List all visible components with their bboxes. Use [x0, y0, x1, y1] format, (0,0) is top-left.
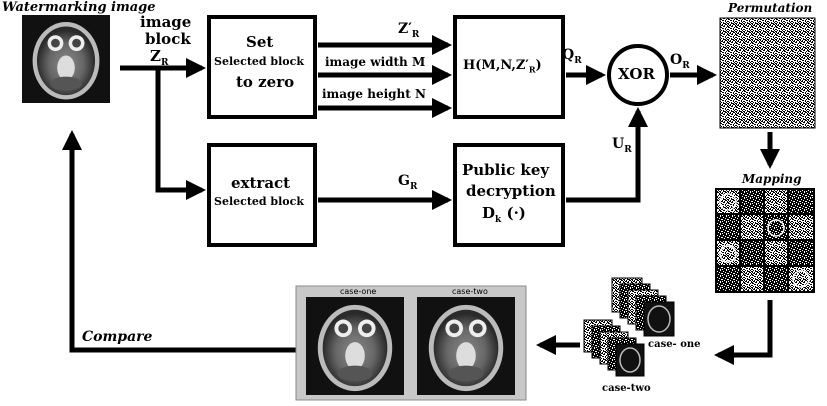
dk-text: D	[482, 204, 496, 222]
xor-label: XOR	[618, 65, 655, 83]
hash-end: )	[535, 58, 542, 73]
or-sub: R	[682, 60, 690, 71]
compare-label: Compare	[82, 329, 153, 345]
zr-text: Z	[150, 47, 161, 65]
decryption-box	[453, 143, 565, 247]
permutation-image	[719, 17, 816, 129]
zr-label: ZR	[150, 49, 168, 68]
or-text: O	[670, 52, 683, 68]
watermarking-image-label: Watermarking image	[2, 0, 156, 15]
hash-box	[453, 15, 565, 119]
dk-end: (·)	[501, 204, 526, 222]
decryption-label: decryption	[466, 182, 556, 200]
qr-sub: R	[574, 55, 582, 66]
arrow-compare-back	[62, 130, 296, 353]
set-selected-block-label: Selected block	[214, 55, 304, 68]
watermarking-image	[22, 15, 110, 103]
ur-label: UR	[612, 137, 632, 155]
dk-sub: k	[495, 215, 502, 225]
zr-prime-text: Z′	[398, 21, 412, 37]
image-height-label: image height N	[322, 87, 426, 101]
case-one-stack-label: case- one	[648, 339, 701, 350]
image-block-label-2: block	[145, 30, 191, 48]
arrow-to-cases	[714, 300, 773, 365]
set-label: Set	[246, 33, 274, 51]
ur-sub: R	[624, 144, 632, 155]
dk-label: Dk (·)	[482, 206, 526, 225]
image-width-label: image width M	[325, 55, 426, 69]
image-block-label-1: image	[140, 13, 192, 31]
mapping-label: Mapping	[742, 172, 802, 186]
zr-sub: R	[160, 58, 169, 68]
hash-text: H(M,N,Z′	[463, 58, 529, 73]
case-one-image	[306, 297, 404, 395]
hash-label: H(M,N,Z′R)	[463, 59, 542, 74]
case-two-image	[417, 297, 515, 395]
gr-label: GR	[398, 174, 417, 192]
mapping-grid	[715, 188, 815, 293]
permutation-label: Permutation	[728, 1, 813, 15]
qr-text: Q	[562, 47, 575, 63]
gr-text: G	[398, 173, 410, 189]
zr-prime-label: Z′R	[398, 22, 419, 40]
qr-label: QR	[562, 48, 582, 66]
or-label: OR	[670, 53, 690, 71]
zr-prime-sub: R	[411, 29, 420, 40]
case-one-tab: case-one	[340, 287, 377, 296]
hash-sub: R	[528, 64, 536, 75]
xor-node	[607, 44, 669, 106]
public-key-label: Public key	[462, 161, 550, 179]
extract-label: extract	[231, 174, 291, 192]
gr-sub: R	[409, 181, 418, 192]
ur-text: U	[612, 136, 625, 152]
arrow-to-extract	[155, 68, 206, 200]
case-two-tab: case-two	[452, 287, 488, 296]
set-zero-box	[207, 15, 317, 119]
case-two-stack-label: case-two	[602, 383, 651, 394]
to-zero-label: to zero	[236, 73, 295, 91]
extract-selected-block-label: Selected block	[214, 195, 304, 208]
extract-box	[207, 143, 317, 247]
arrow-ur	[566, 107, 648, 203]
case-stacks	[583, 277, 675, 377]
